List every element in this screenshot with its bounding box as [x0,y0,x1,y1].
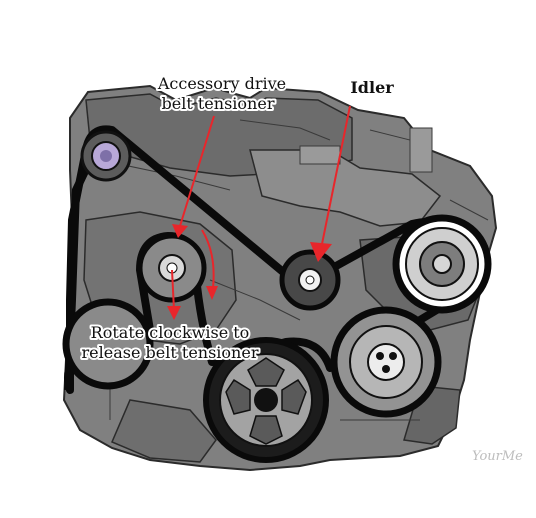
rotate-pointer-arrow-icon [167,269,181,320]
water-pump-pulley [330,306,442,418]
power-steering-pulley [62,298,154,390]
label-accessory-drive-tensioner: Accessory drive belt tensioner [155,72,288,115]
rotate-label-line2: release belt tensioner [82,343,259,362]
top-left-pulley [80,130,132,182]
tensioner-pointer-arrow-icon [172,115,215,238]
label-rotate-clockwise: Rotate clockwise to release belt tension… [80,321,261,364]
watermark: YourMe [472,449,523,464]
tensioner-label-line1: Accessory drive [157,74,286,93]
crankshaft-pulley [203,337,329,463]
idler-label: Idler [350,78,394,97]
alternator-pulley [392,214,492,314]
tensioner-label-line2: belt tensioner [162,94,275,113]
belt-tensioner-pulley[interactable] [137,233,207,303]
idler-pointer-arrow-icon [310,105,351,262]
clockwise-arrow-icon [201,229,218,300]
rotate-label-line1: Rotate clockwise to [91,323,250,342]
idler-pulley [279,249,341,311]
